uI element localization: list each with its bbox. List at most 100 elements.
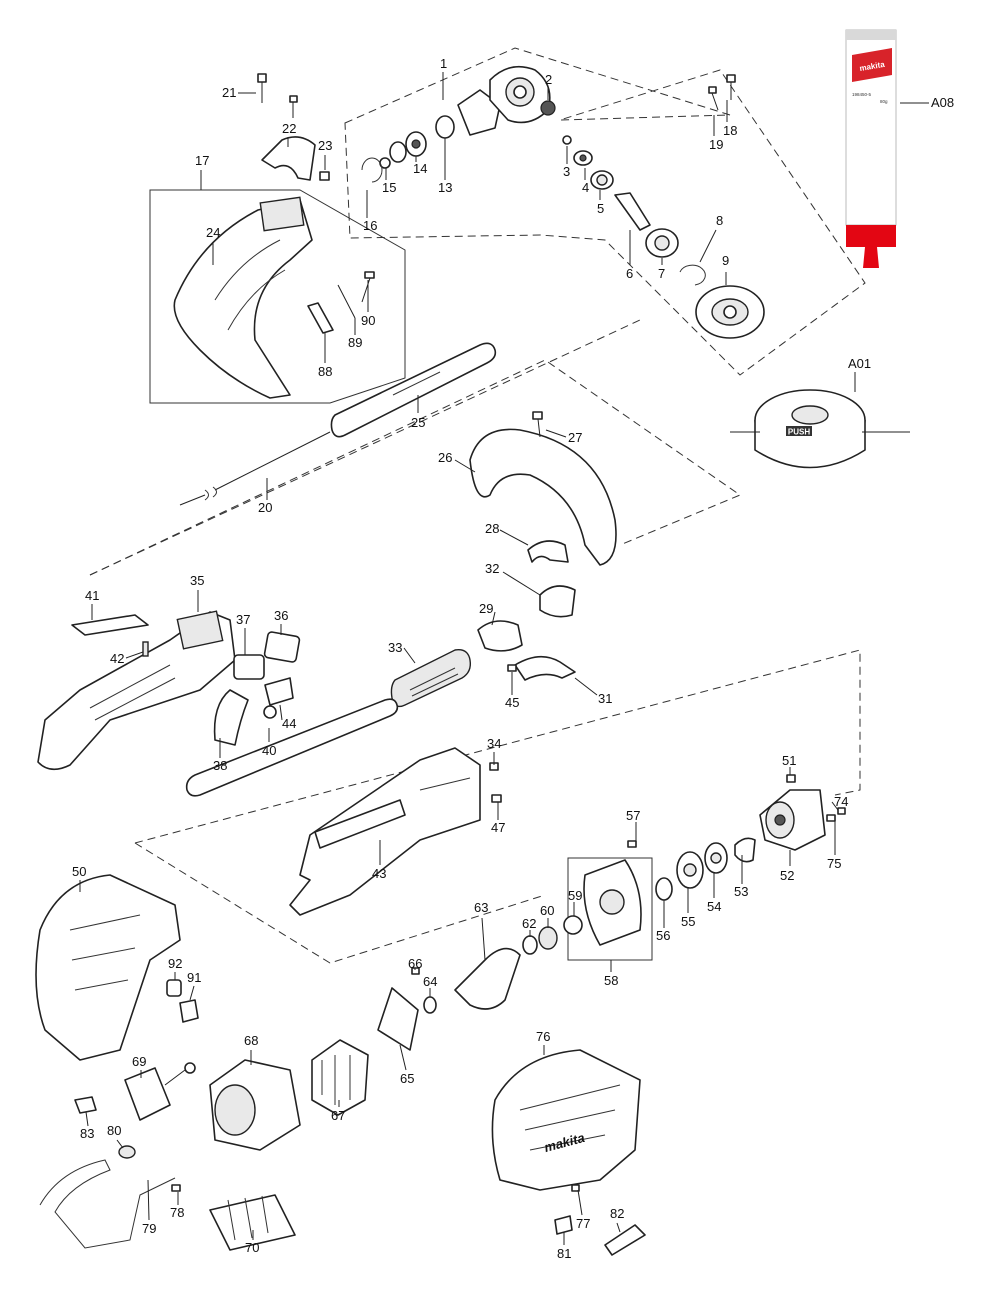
leader-line-65 (399, 1044, 407, 1071)
tube-weight: 80g (880, 99, 888, 104)
leader-line-26 (454, 459, 476, 473)
part-label-69: 69 (132, 1054, 146, 1069)
part-label-91: 91 (187, 970, 201, 985)
part-label-79: 79 (142, 1221, 156, 1236)
part-label-34: 34 (487, 736, 501, 751)
grip-and-lower-shaft (185, 649, 472, 797)
leader-line-80 (116, 1139, 124, 1149)
armature-assembly (377, 926, 558, 1051)
part-label-25: 25 (411, 415, 425, 430)
part-label-80: 80 (107, 1123, 121, 1138)
part-label-51: 51 (782, 753, 796, 768)
part-label-22: 22 (282, 121, 296, 136)
part-label-53: 53 (734, 884, 748, 899)
guard-blade-parts (307, 271, 375, 334)
part-label-15: 15 (382, 180, 396, 195)
part-label-42: 42 (110, 651, 124, 666)
part-label-7: 7 (658, 266, 665, 281)
part-label-66: 66 (408, 956, 422, 971)
leader-line-63 (481, 917, 486, 961)
part-label-45: 45 (505, 695, 519, 710)
motor-components (124, 1039, 369, 1251)
part-label-26: 26 (438, 450, 452, 465)
part-label-6: 6 (626, 266, 633, 281)
part-label-75: 75 (827, 856, 841, 871)
leader-line-42 (125, 651, 144, 659)
push-button-text: PUSH (788, 428, 810, 437)
part-label-43: 43 (372, 866, 386, 881)
part-label-1: 1 (440, 56, 447, 71)
part-label-81: 81 (557, 1246, 571, 1261)
leader-line-44 (279, 704, 283, 721)
part-label-64: 64 (423, 974, 437, 989)
leader-line-29 (491, 611, 496, 626)
part-label-54: 54 (707, 899, 721, 914)
part-label-23: 23 (318, 138, 332, 153)
part-label-44: 44 (282, 716, 296, 731)
part-label-90: 90 (361, 313, 375, 328)
part-label-67: 67 (331, 1108, 345, 1123)
right-cover: makita (491, 1049, 646, 1256)
part-label-78: 78 (170, 1205, 184, 1220)
part-label-24: 24 (206, 225, 220, 240)
part-label-33: 33 (388, 640, 402, 655)
part-label-8: 8 (716, 213, 723, 228)
part-label-58: 58 (604, 973, 618, 988)
gear-head-small-parts (361, 100, 765, 339)
small-caps-91-92 (166, 979, 199, 1023)
leader-line-79 (147, 1179, 150, 1221)
part-label-18: 18 (723, 123, 737, 138)
group-outlines (89, 47, 866, 964)
part-label-29: 29 (479, 601, 493, 616)
leader-line-74 (831, 801, 839, 811)
part-label-40: 40 (262, 743, 276, 758)
gear-head-housing (457, 65, 551, 136)
part-label-38: 38 (213, 758, 227, 773)
part-label-27: 27 (568, 430, 582, 445)
leader-line-33 (403, 647, 416, 664)
part-label-82: 82 (610, 1206, 624, 1221)
leader-line-77 (577, 1189, 583, 1216)
part-label-32: 32 (485, 561, 499, 576)
leader-line-82 (616, 1222, 621, 1233)
protective-guard (173, 196, 313, 399)
leader-line-91 (189, 985, 195, 1001)
part-label-a08: A08 (931, 95, 954, 110)
switch-handle-housing (37, 610, 236, 771)
part-label-56: 56 (656, 928, 670, 943)
part-label-59: 59 (568, 888, 582, 903)
switch-parts (213, 631, 301, 746)
part-label-3: 3 (563, 164, 570, 179)
part-label-17: 17 (195, 153, 209, 168)
part-label-89: 89 (348, 335, 362, 350)
leader-line-28 (499, 529, 529, 546)
part-label-63: 63 (474, 900, 488, 915)
part-label-55: 55 (681, 914, 695, 929)
part-label-83: 83 (80, 1126, 94, 1141)
part-label-88: 88 (318, 364, 332, 379)
part-label-16: 16 (363, 218, 377, 233)
part-label-5: 5 (597, 201, 604, 216)
part-label-14: 14 (413, 161, 427, 176)
part-label-47: 47 (491, 820, 505, 835)
part-label-70: 70 (245, 1240, 259, 1255)
motor-housing (289, 747, 502, 916)
leader-line-31 (574, 677, 598, 696)
part-label-21: 21 (222, 85, 236, 100)
part-label-13: 13 (438, 180, 452, 195)
part-label-62: 62 (522, 916, 536, 931)
leader-line-32 (502, 571, 541, 596)
part-label-50: 50 (72, 864, 86, 879)
bottom-left-parts (39, 1096, 181, 1249)
clamp (261, 136, 316, 181)
tube-brand-text: makita (859, 60, 886, 73)
part-label-60: 60 (540, 903, 554, 918)
part-label-20: 20 (258, 500, 272, 515)
leader-line-27 (545, 429, 567, 438)
part-label-9: 9 (722, 253, 729, 268)
part-label-31: 31 (598, 691, 612, 706)
part-label-76: 76 (536, 1029, 550, 1044)
loop-handle (469, 411, 617, 566)
